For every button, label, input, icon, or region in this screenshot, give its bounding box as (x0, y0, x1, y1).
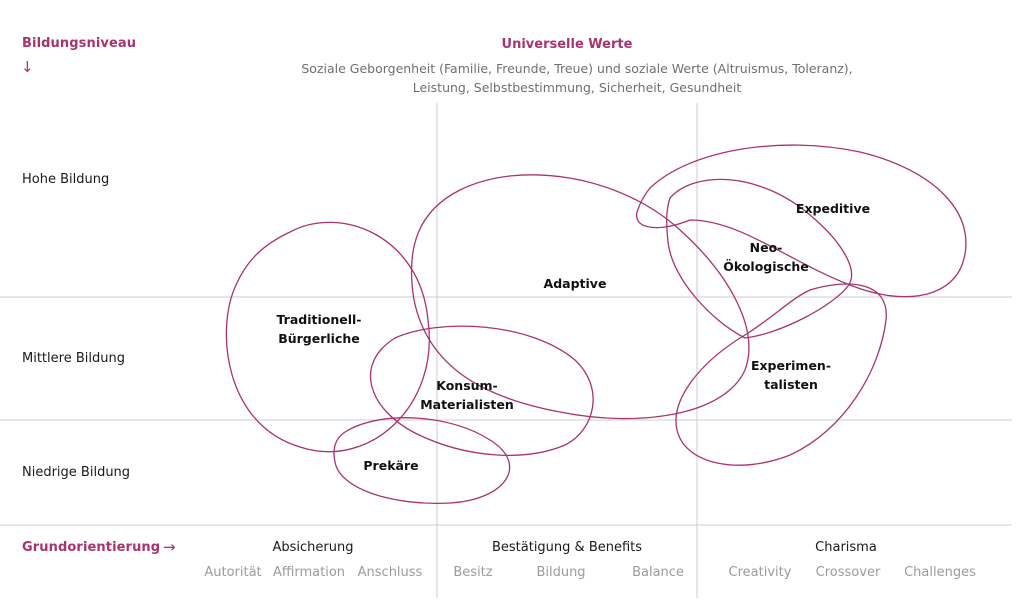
segment-label-expeditive: Expeditive (763, 199, 903, 218)
shape-neo-oekologische (666, 178, 853, 339)
segment-label-prekaere: Prekäre (321, 456, 461, 475)
x-group-absicherung: Absicherung (272, 540, 354, 555)
x-sub-crossover: Crossover (815, 565, 881, 580)
x-sub-balance: Balance (632, 565, 684, 580)
segment-line: Materialisten (420, 397, 514, 412)
segment-line: Bürgerliche (278, 331, 360, 346)
segment-line: Ökologische (723, 259, 809, 274)
segment-line: Konsum- (436, 378, 498, 393)
shape-traditionell-buergerliche (225, 221, 430, 453)
segment-label-konsum: Konsum- Materialisten (397, 376, 537, 414)
segment-line: Neo- (749, 240, 783, 255)
arrow-right-icon: → (163, 538, 176, 556)
segment-line: Expeditive (795, 201, 871, 216)
y-level-high: Hohe Bildung (22, 172, 110, 187)
header-subtitle-line-1: Soziale Geborgenheit (Familie, Freunde, … (301, 61, 853, 76)
segment-line: Traditionell- (276, 312, 362, 327)
x-group-charisma: Charisma (815, 540, 877, 555)
y-level-low: Niedrige Bildung (22, 465, 131, 480)
x-sub-creativity: Creativity (728, 565, 792, 580)
x-group-bestaetigung: Bestätigung & Benefits (491, 540, 643, 555)
shape-prekaere (333, 417, 511, 505)
arrow-down-icon: ↓ (21, 58, 34, 76)
shape-konsum-materialisten (369, 325, 594, 456)
header-title: Universelle Werte (501, 37, 633, 52)
x-sub-challenges: Challenges (904, 565, 976, 580)
segment-label-experimentalisten: Experimen- talisten (721, 356, 861, 394)
segment-label-adaptive: Adaptive (505, 274, 645, 293)
segment-line: Adaptive (543, 276, 607, 291)
shape-experimentalisten (675, 283, 887, 466)
x-sub-affirmation: Affirmation (272, 565, 346, 580)
x-axis-title: Grundorientierung (22, 540, 161, 555)
x-sub-bildung: Bildung (536, 565, 586, 580)
shape-adaptive (410, 174, 750, 420)
y-axis-title: Bildungsniveau (22, 36, 137, 51)
segment-line: Prekäre (363, 458, 419, 473)
segment-label-traditionell: Traditionell- Bürgerliche (249, 310, 389, 348)
segment-label-neo-oekologische: Neo- Ökologische (696, 238, 836, 276)
y-level-mid: Mittlere Bildung (22, 351, 125, 366)
header-subtitle-line-2: Leistung, Selbstbestimmung, Sicherheit, … (412, 80, 742, 95)
x-sub-autoritaet: Autorität (204, 565, 262, 580)
segment-line: Experimen- (750, 358, 832, 373)
x-sub-anschluss: Anschluss (357, 565, 423, 580)
shape-expeditive (636, 144, 967, 298)
segment-line: talisten (764, 377, 818, 392)
x-sub-besitz: Besitz (453, 565, 493, 580)
